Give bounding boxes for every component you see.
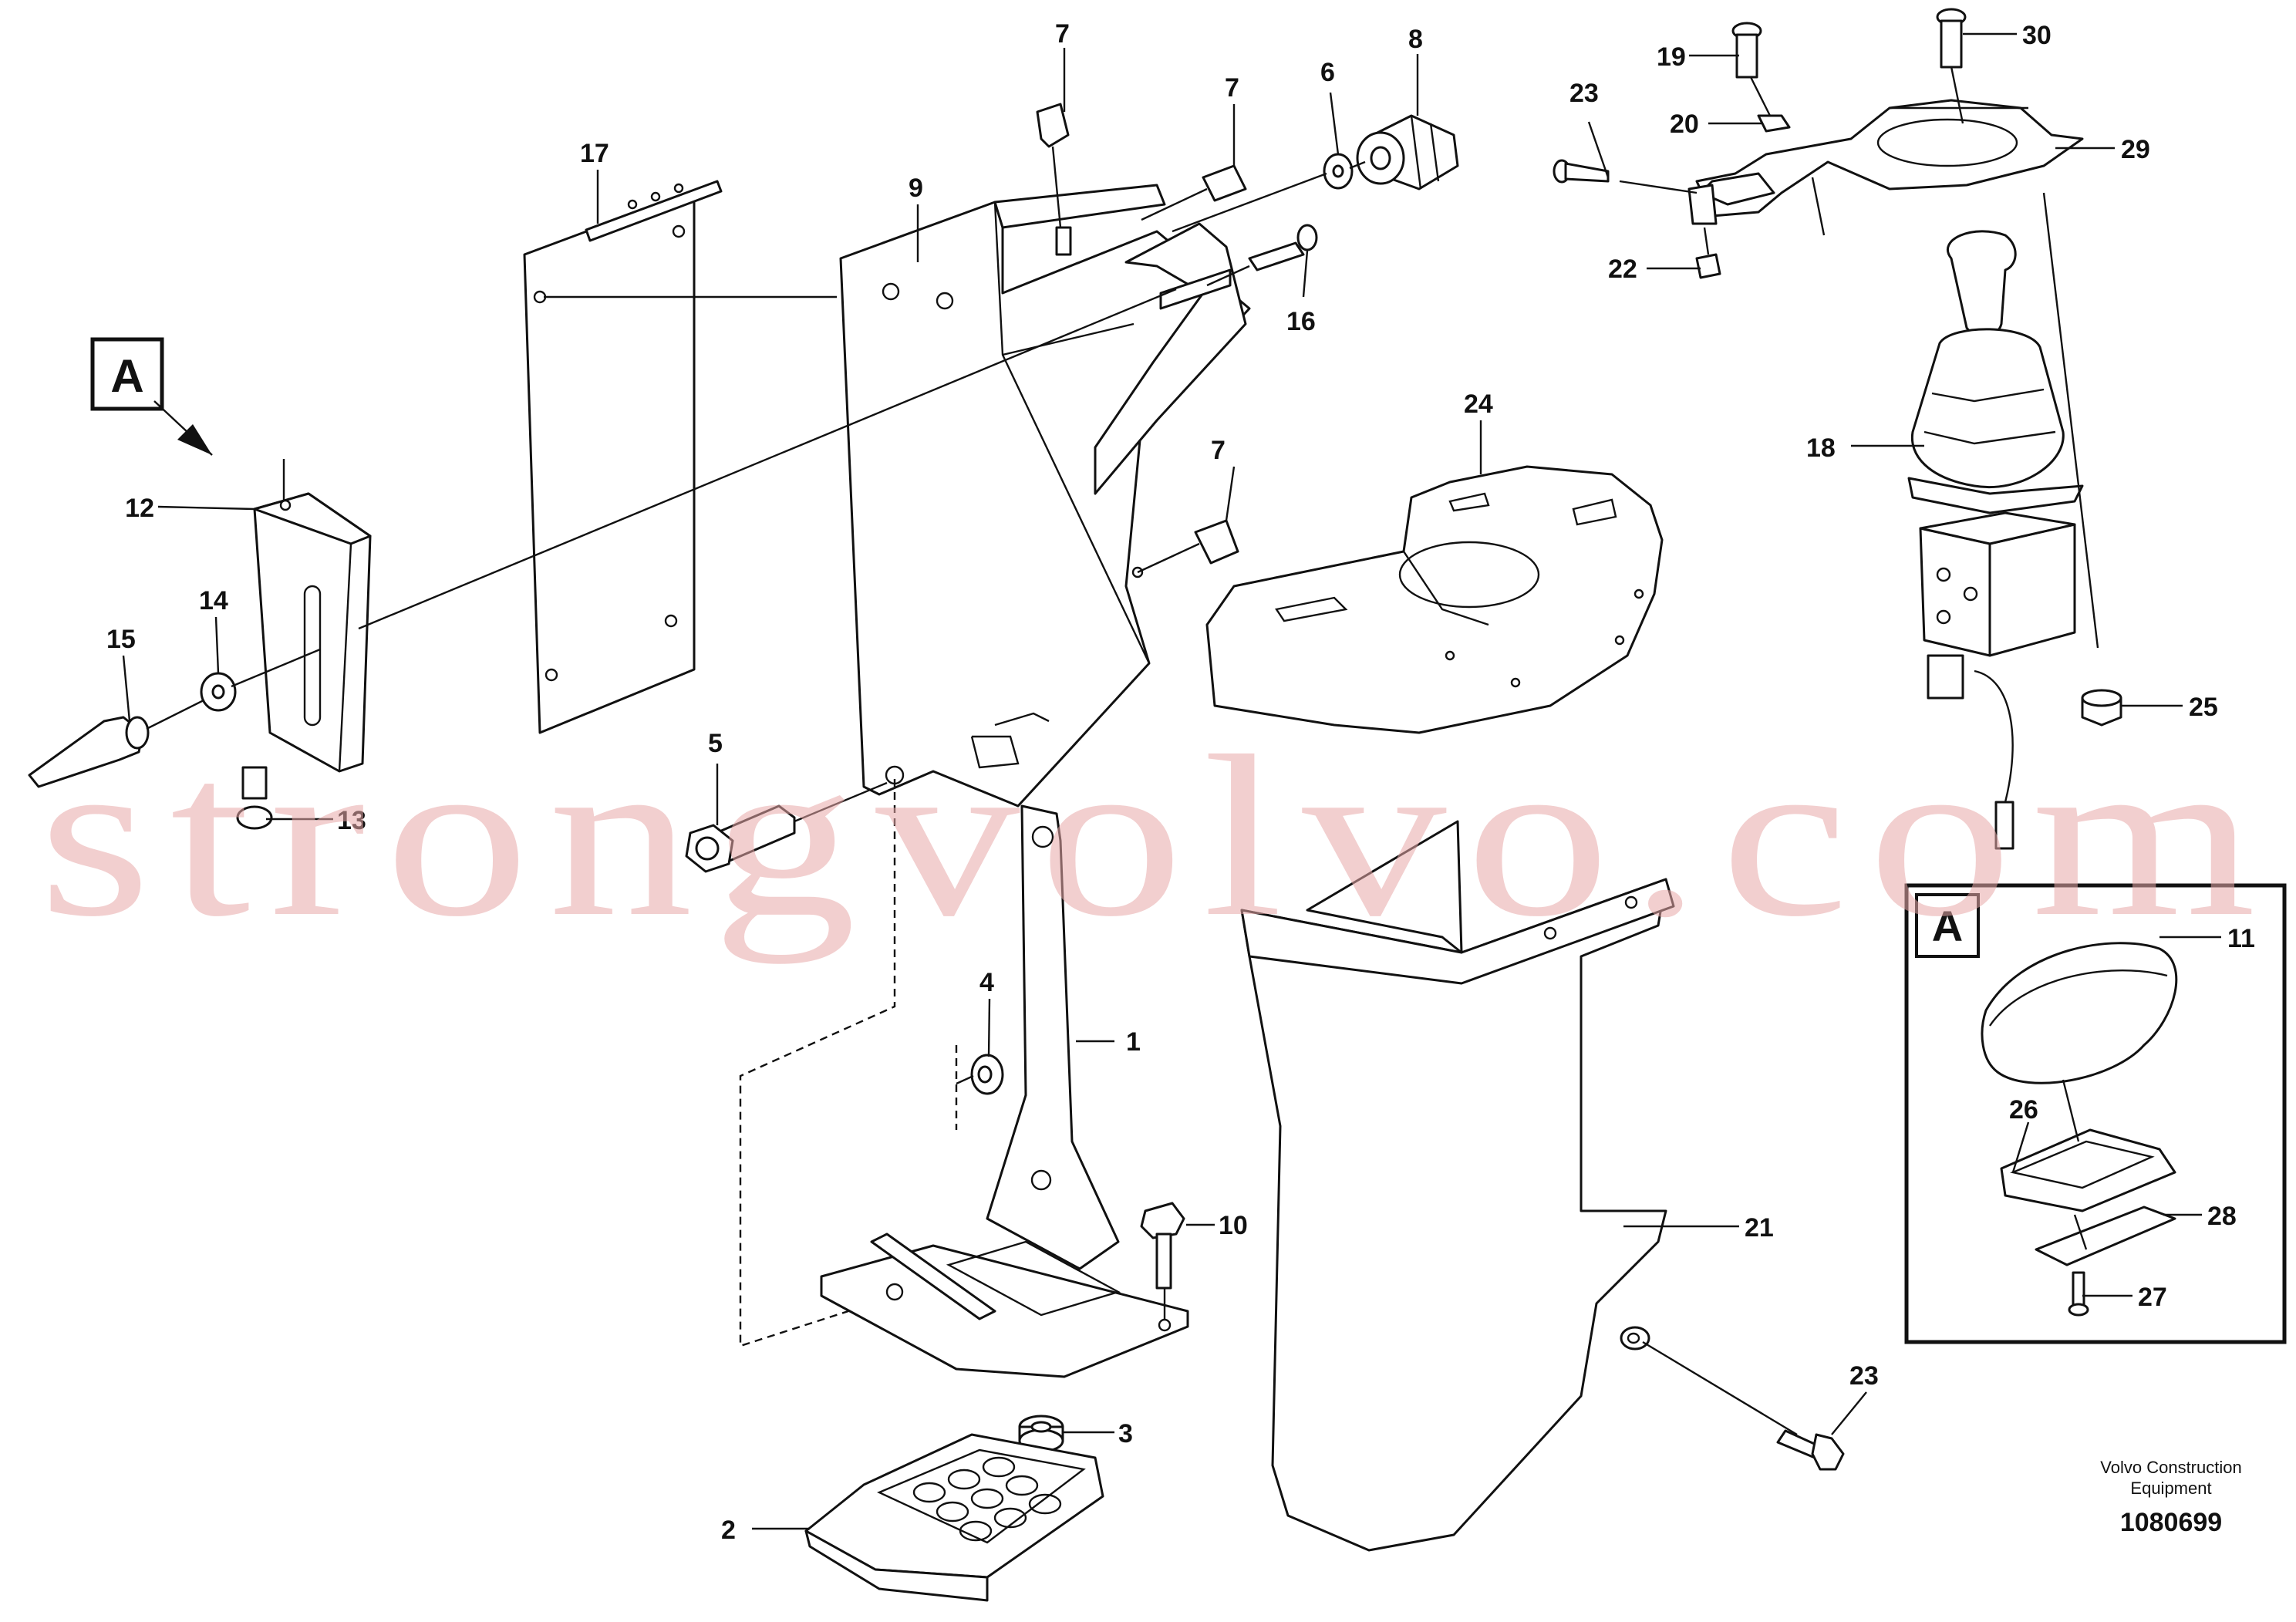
part-25-nut <box>2081 689 2122 727</box>
callout-21: 21 <box>1745 1213 1774 1243</box>
detail-a-pointer-label: A <box>110 350 143 402</box>
callout-6: 6 <box>1320 58 1335 87</box>
callout-24: 24 <box>1464 389 1493 419</box>
part-7-clip-top <box>1036 103 1072 256</box>
callout-26: 26 <box>2009 1095 2038 1125</box>
document-number: 1080699 <box>2120 1508 2222 1537</box>
callout-12: 12 <box>125 494 154 523</box>
callout-27: 27 <box>2138 1283 2167 1312</box>
callout-3: 3 <box>1118 1419 1133 1448</box>
part-18-joystick <box>1907 192 2099 850</box>
watermark: strongvolvo.com <box>39 708 2275 965</box>
callout-25: 25 <box>2189 693 2218 722</box>
callout-13: 13 <box>337 806 366 835</box>
part-10-bolt <box>1140 1202 1185 1319</box>
part-12-bracket <box>253 459 372 773</box>
callout-leaders <box>122 32 2221 1530</box>
callout-22: 22 <box>1608 255 1637 284</box>
part-26-28-switch-block <box>2000 1079 2176 1266</box>
callout-5: 5 <box>708 729 723 758</box>
part-7-clip-right <box>1137 519 1239 574</box>
callout-15: 15 <box>106 625 136 654</box>
assembly-line-shaft <box>358 288 1177 630</box>
callout-2: 2 <box>721 1516 736 1545</box>
part-5-bolt <box>685 781 888 873</box>
callout-28: 28 <box>2207 1202 2237 1231</box>
callout-4: 4 <box>979 968 994 997</box>
callout-23b: 23 <box>1849 1361 1879 1391</box>
part-19-screw <box>1731 22 1772 116</box>
part-23-screw-upper <box>1553 159 1610 184</box>
publisher-note: Volvo Construction Equipment 1080699 <box>2100 1458 2241 1537</box>
part-17-side-panel <box>523 180 723 734</box>
callout-18: 18 <box>1806 433 1836 463</box>
callout-30: 30 <box>2022 21 2052 50</box>
callout-17: 17 <box>580 139 609 168</box>
callout-19: 19 <box>1657 42 1686 72</box>
callout-16: 16 <box>1286 307 1316 336</box>
part-base-plate <box>820 1233 1189 1378</box>
callout-7c: 7 <box>1211 436 1226 465</box>
pad-dimples <box>912 1456 1062 1542</box>
part-4-grommet <box>956 1054 1004 1095</box>
assembly-line-washer <box>231 648 321 688</box>
detail-a-box-label: A <box>1932 902 1963 950</box>
assembly-dashed-lines <box>739 779 896 1347</box>
part-7-clip-right-top <box>1141 164 1247 221</box>
part-30-screw <box>1936 8 1967 69</box>
part-11-knob-cap <box>1981 942 2178 1084</box>
part-15-bolt <box>28 696 209 788</box>
part-13-nut <box>236 766 273 830</box>
part-8-knob <box>1172 114 1459 233</box>
part-2-pad <box>804 1433 1104 1602</box>
part-6-washer <box>1323 153 1354 190</box>
part-20-22-bracket <box>1619 172 1775 279</box>
part-27-screw <box>2068 1271 2089 1317</box>
part-24-top-cover <box>1205 465 1664 734</box>
callout-7b: 7 <box>1225 73 1239 103</box>
callout-20: 20 <box>1670 110 1699 139</box>
part-14-washer <box>200 672 237 712</box>
callout-labels: 1 2 3 4 5 6 7 7 7 8 9 10 11 12 13 14 15 … <box>106 19 2255 1545</box>
callout-7a: 7 <box>1055 19 1070 49</box>
note-line2: Equipment <box>2130 1479 2211 1498</box>
callout-11: 11 <box>2227 924 2255 953</box>
part-23-screw-lower <box>1642 1340 1845 1471</box>
callout-29: 29 <box>2121 135 2150 164</box>
detail-a-pointer: A <box>90 337 213 456</box>
callout-23a: 23 <box>1569 79 1599 108</box>
part-21-lower-cover <box>1240 820 1675 1552</box>
part-16-pin <box>1206 224 1318 287</box>
detail-a-box: A <box>1904 883 2287 1344</box>
part-3-grommet <box>1018 1415 1064 1453</box>
part-20-clip <box>1757 114 1791 133</box>
note-line1: Volvo Construction <box>2100 1458 2241 1477</box>
callout-1: 1 <box>1126 1027 1141 1057</box>
part-1-support-post <box>986 804 1120 1270</box>
callout-9: 9 <box>909 174 923 203</box>
callout-10: 10 <box>1219 1211 1248 1240</box>
callout-8: 8 <box>1408 25 1423 54</box>
part-9-console-housing <box>839 184 1251 808</box>
callout-14: 14 <box>199 586 228 615</box>
